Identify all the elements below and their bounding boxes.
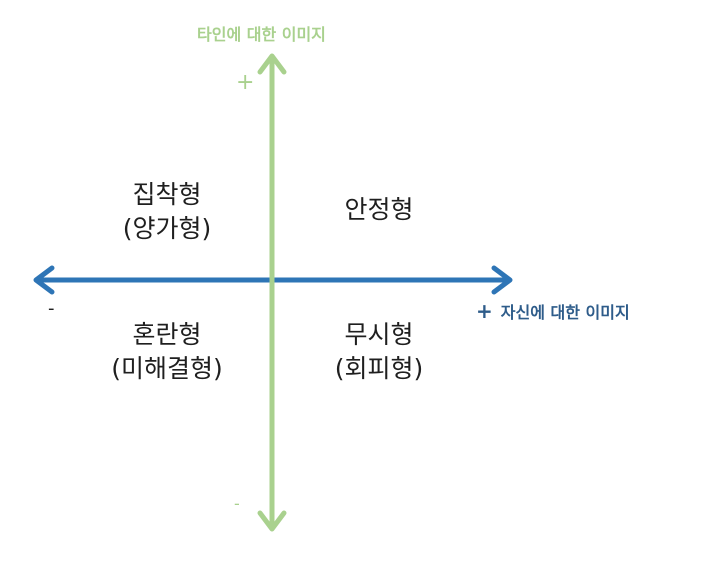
quadrant-top-left: 집착형 (양가형) [57,178,277,246]
quadrant-name: 무시형 [344,320,414,349]
quadrant-name: 안정형 [344,195,414,224]
quadrant-name: 집착형 [132,180,202,209]
quadrant-alt-name: (미해결형) [111,354,223,383]
x-axis-plus-label: + [476,299,493,323]
quadrant-alt-name: (회피형) [334,354,424,383]
quadrant-name: 혼란형 [132,320,202,349]
y-axis-minus-label: - [234,494,240,513]
quadrant-top-right: 안정형 [269,193,489,227]
quadrant-alt-name: (양가형) [122,214,212,243]
y-axis-title: 타인에 대한 이미지 [197,25,326,44]
y-axis-arrow [257,53,287,532]
quadrant-bottom-right: 무시형 (회피형) [269,318,489,386]
x-axis-title: 자신에 대한 이미지 [500,303,630,322]
y-axis-plus-label: + [236,70,255,95]
x-axis-minus-label: - [48,298,55,319]
x-axis-title-group: + 자신에 대한 이미지 [476,299,630,323]
quadrant-bottom-left: 혼란형 (미해결형) [57,318,277,386]
